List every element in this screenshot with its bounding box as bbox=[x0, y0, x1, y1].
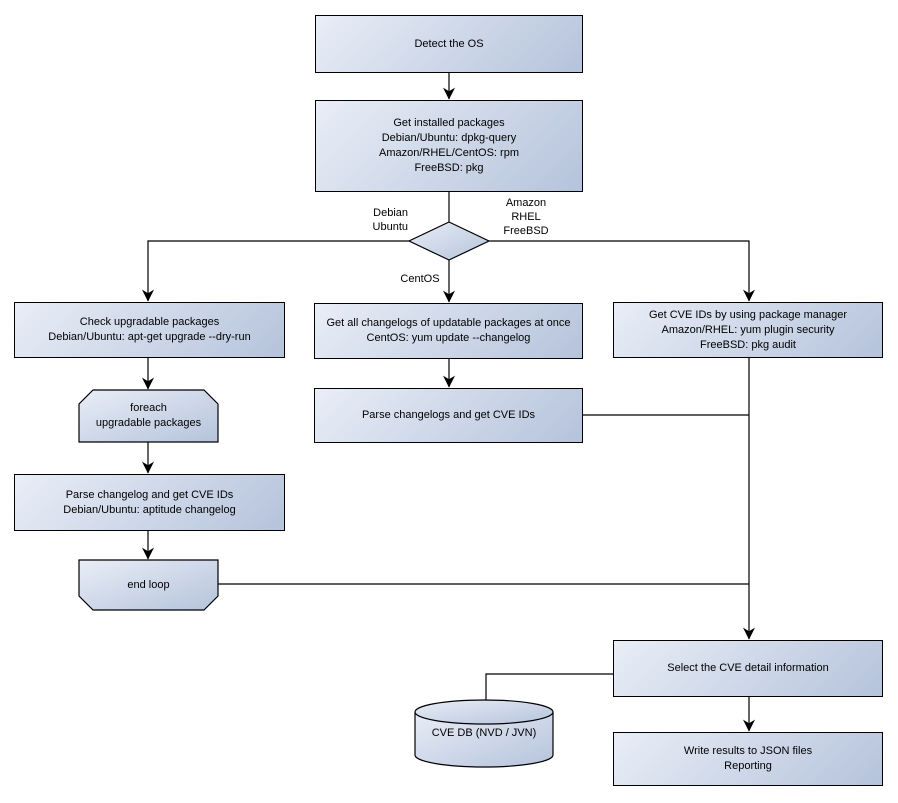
node-parse-changelog-debian: Parse changelog and get CVE IDs Debian/U… bbox=[14, 474, 285, 531]
node-select-cve-detail: Select the CVE detail information bbox=[613, 640, 883, 697]
edge-cvedb-to-select bbox=[485, 673, 613, 700]
edge-label-centos: CentOS bbox=[400, 273, 440, 285]
cve-db-cylinder-top bbox=[414, 699, 554, 725]
node-cve-db-label: CVE DB (NVD / JVN) bbox=[431, 727, 537, 739]
cve-db-cylinder-body bbox=[414, 712, 554, 768]
node-get-cve-ids-package-manager: Get CVE IDs by using package manager Ama… bbox=[613, 302, 883, 358]
foreach-loop-shape bbox=[78, 389, 219, 443]
node-write-results: Write results to JSON files Reporting bbox=[613, 732, 883, 786]
node-get-all-changelogs: Get all changelogs of updatable packages… bbox=[314, 303, 583, 359]
end-loop-shape bbox=[78, 559, 219, 611]
os-decision-diamond bbox=[407, 221, 491, 261]
edge-label-amazon-rhel-freebsd: Amazon RHEL FreeBSD bbox=[503, 197, 549, 237]
node-parse-changelogs: Parse changelogs and get CVE IDs bbox=[314, 388, 583, 443]
node-check-upgradable-packages: Check upgradable packages Debian/Ubuntu:… bbox=[14, 302, 285, 358]
edge-decision-to-check-upgradable bbox=[142, 240, 409, 302]
edge-label-debian-ubuntu: Debian Ubuntu bbox=[372, 207, 408, 233]
node-get-installed-packages: Get installed packages Debian/Ubuntu: dp… bbox=[315, 100, 583, 192]
edge-decision-to-get-cve-pkg-mgr bbox=[489, 240, 755, 302]
node-foreach-upgradable-label: foreach upgradable packages bbox=[95, 402, 202, 429]
node-end-loop-label: end loop bbox=[127, 578, 170, 591]
node-detect-os: Detect the OS bbox=[315, 15, 583, 73]
